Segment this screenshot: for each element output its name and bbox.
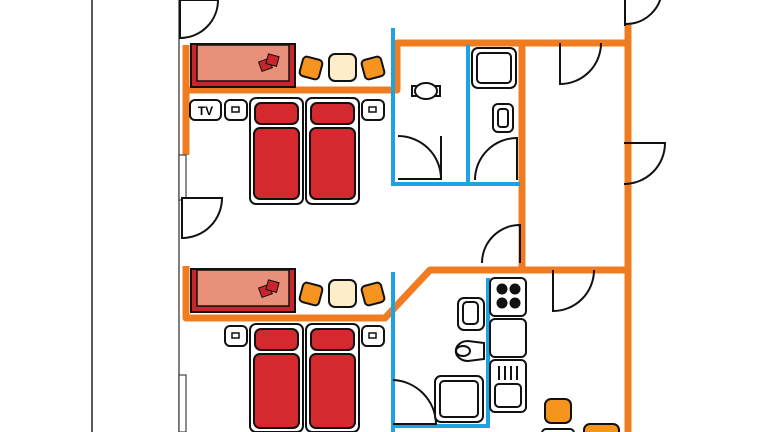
door-swing [392,379,438,425]
sofa [190,268,296,313]
duvet [253,353,300,429]
door-swing [481,223,521,264]
door-swing [552,269,595,313]
door-swing [181,197,224,240]
lamp-icon [231,332,240,339]
door-swing [625,0,662,26]
toilet-bowl [414,82,438,100]
tv-stand [189,99,222,121]
door-swing [474,136,518,181]
upper-room: TV [189,43,517,205]
lamp-icon [368,332,377,339]
pillow [310,102,355,125]
burner-icon [509,297,521,309]
duvet [309,353,356,429]
counter [489,318,527,358]
cushion-icon [265,279,280,293]
cushion-icon [265,53,280,67]
tv-label: TV [198,104,213,118]
double-bed [249,97,360,205]
door-swing [397,135,443,180]
double-bed [249,323,360,432]
door-swing [628,0,662,20]
door-swing [559,42,602,86]
duvet [309,127,356,200]
armchair [360,55,386,81]
door-swing [623,142,667,185]
bathroom-fixtures [411,47,517,133]
burner-icon [496,297,508,309]
pillow [254,328,299,351]
door-swing [623,0,626,27]
stove [489,277,527,317]
lower-room [190,268,620,432]
burner-icon [509,283,521,295]
lamp-icon [231,106,240,113]
outer-walls [182,25,632,432]
stool [328,53,357,82]
pillow [310,328,355,351]
chair [544,398,572,424]
lamp-icon [368,106,377,113]
inner-walls [391,28,520,432]
bathroom-fixtures [434,297,485,423]
burner-icon [496,283,508,295]
sofa [190,43,296,88]
kitchenette [489,277,527,413]
armchair [360,281,386,307]
dining-chairs [541,398,620,432]
duvet [253,127,300,200]
door-swing [179,0,220,40]
stool [328,279,357,308]
armchair [298,55,324,81]
pillow [254,102,299,125]
chair [583,423,620,432]
doors [179,0,667,425]
drainboard-icon [498,366,518,380]
table [541,428,575,432]
armchair [298,281,324,307]
